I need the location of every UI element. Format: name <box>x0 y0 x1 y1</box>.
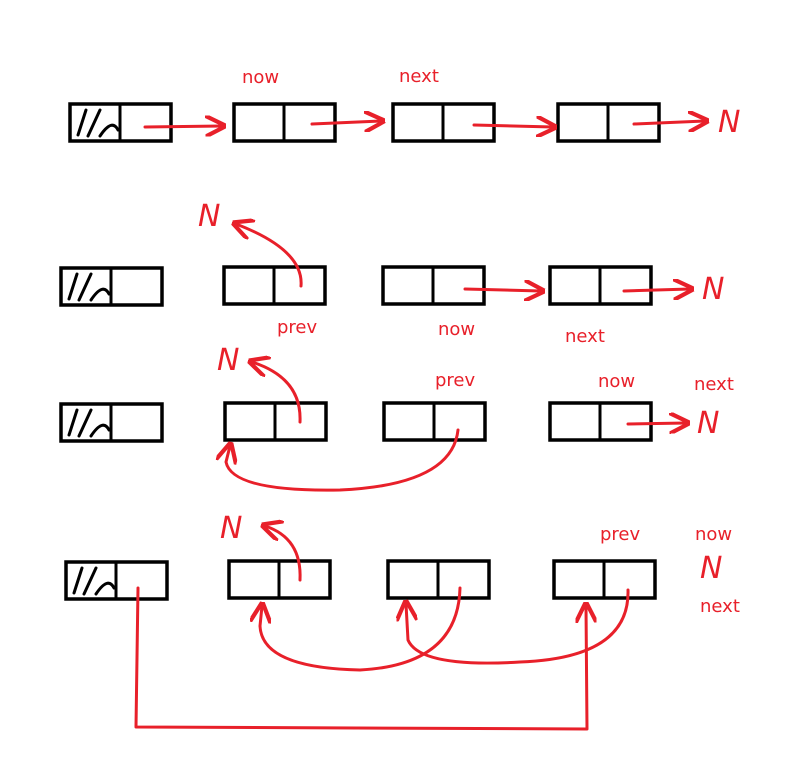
list-node <box>227 559 332 600</box>
pointer-arrow <box>265 526 302 582</box>
null-label: N <box>220 511 242 546</box>
pointer-arrow <box>143 126 222 127</box>
list-node <box>548 265 653 306</box>
null-label: N <box>697 406 719 441</box>
pointer-arrow <box>406 588 630 665</box>
now-label: now <box>598 371 635 392</box>
pointer-arrow <box>472 125 553 127</box>
head-node <box>59 402 164 443</box>
list-node <box>386 559 491 600</box>
prev-label: prev <box>435 370 476 391</box>
now-label: now <box>438 319 475 340</box>
pointer-arrow <box>310 121 381 124</box>
pointer-arrow <box>622 289 690 291</box>
head-node <box>64 560 169 601</box>
row-4: N N prev now next <box>64 511 740 731</box>
next-label: next <box>700 596 740 617</box>
list-node <box>223 401 328 442</box>
list-node <box>548 401 653 442</box>
prev-label: prev <box>600 524 641 545</box>
pointer-arrow <box>626 423 686 424</box>
now-label: now <box>695 524 732 545</box>
null-label: N <box>718 105 740 140</box>
pointer-arrow <box>632 121 705 124</box>
row-2: N N prev now next <box>59 199 724 347</box>
row-1: now next N <box>68 66 740 143</box>
null-label: N <box>700 551 722 586</box>
null-label: N <box>217 343 239 378</box>
null-label: N <box>198 199 220 234</box>
pointer-arrow <box>463 289 541 291</box>
null-label: N <box>702 272 724 307</box>
next-label: next <box>694 374 734 395</box>
next-label: next <box>399 66 439 87</box>
list-node <box>391 102 496 143</box>
next-label: next <box>565 326 605 347</box>
prev-label: prev <box>277 317 318 338</box>
head-node <box>59 266 164 307</box>
list-node <box>552 559 657 600</box>
list-node <box>381 265 486 306</box>
pointer-arrow <box>260 586 462 672</box>
row-3: N N prev now next <box>59 343 734 492</box>
pointer-arrow <box>134 586 587 731</box>
list-node <box>222 265 327 306</box>
now-label: now <box>242 67 279 88</box>
head-node <box>68 102 173 143</box>
pointer-arrow <box>236 224 303 288</box>
pointer-arrow <box>226 428 460 492</box>
pointer-arrow <box>252 362 302 424</box>
list-node <box>382 401 487 442</box>
